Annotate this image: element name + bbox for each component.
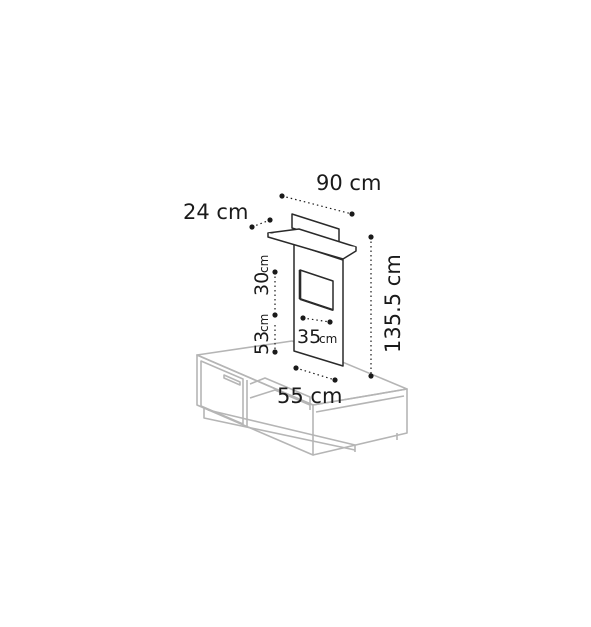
dim-line-base (295, 367, 336, 381)
dim-dot (349, 211, 355, 217)
label-upper-value: 30 (251, 272, 273, 296)
label-window-value: 35 (297, 326, 321, 348)
dim-dot (272, 269, 278, 275)
label-window-width: 35 cm (297, 326, 337, 348)
label-lower-value: 53 (251, 331, 273, 355)
dim-dot (249, 224, 255, 230)
stand-shelf-line (249, 389, 311, 406)
stand-plinth (203, 408, 356, 451)
label-lower-section: 53 cm (251, 314, 273, 355)
panel-shelf-edge (267, 233, 357, 260)
stand-open-shelf (249, 377, 311, 410)
dim-dot (272, 312, 278, 318)
label-depth: 24 cm (183, 200, 248, 224)
dim-dot (332, 377, 338, 383)
dim-dot (272, 349, 278, 355)
dimension-endpoints (249, 193, 374, 383)
dim-line-depth (251, 219, 271, 228)
dim-dot (368, 373, 374, 379)
stand-drawer (200, 360, 244, 425)
dim-line-window (302, 317, 331, 323)
label-upper-section: 30 cm (251, 255, 273, 296)
label-lower-unit: cm (257, 314, 271, 332)
dimension-lines (251, 195, 372, 381)
stand-plinth-inner (207, 409, 356, 452)
dim-dot (293, 365, 299, 371)
panel-window-bottom (299, 297, 334, 312)
label-width: 90 cm (316, 171, 381, 195)
stand-right-face (312, 388, 408, 456)
dim-dot (300, 315, 306, 321)
label-upper-unit: cm (257, 255, 271, 273)
dim-line-width (281, 195, 353, 215)
tv-stand-base (196, 340, 408, 456)
dim-dot (368, 234, 374, 240)
drawer-handle (223, 374, 241, 386)
dim-dot (327, 319, 333, 325)
label-height: 135.5 cm (381, 254, 405, 353)
label-base-width: 55 cm (277, 384, 342, 408)
dim-dot (267, 217, 273, 223)
stand-right-door-top (315, 395, 405, 413)
label-window-unit: cm (319, 332, 337, 346)
wall-panel (267, 213, 357, 367)
dim-dot (279, 193, 285, 199)
